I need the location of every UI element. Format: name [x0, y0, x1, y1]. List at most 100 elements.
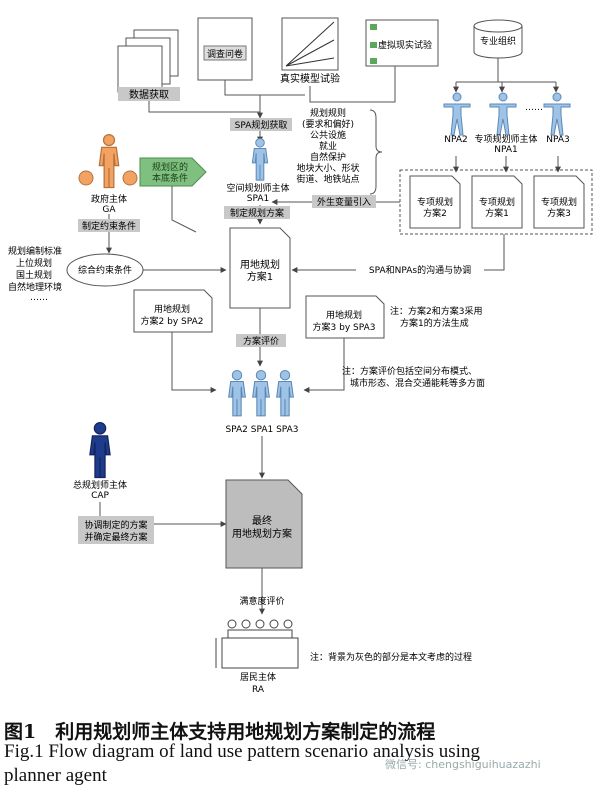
npa3-agent-icon: [543, 92, 571, 136]
flow-diagram: 数据获取 调查问卷 真实模型试验 虚拟现实试验 专业组织 SPA规划获取 空间规…: [8, 17, 593, 695]
special-plan-doc: 专项规划 方案2: [409, 175, 461, 229]
spa3-agent-icon: [276, 370, 294, 417]
caption-english-line-1: Fig.1 Flow diagram of land use pattern s…: [4, 741, 480, 762]
rule-item: (要求和偏好): [302, 118, 354, 130]
document-label-bg: [118, 87, 180, 101]
note2-line-1: 注：方案评价包括空间分布模式、: [342, 365, 477, 377]
rule-item: 自然保护: [310, 151, 346, 163]
svg-text:专项规划: 专项规划: [479, 196, 515, 208]
npa-dots: ……: [525, 103, 543, 113]
ra-label-1: 居民主体: [240, 671, 276, 683]
rule-item: 街道、地铁站点: [296, 173, 359, 185]
virtual-label: 虚拟现实试验: [378, 39, 432, 51]
watermark: 微信号: chengshiguihuazazhi: [385, 758, 541, 771]
npa1-label-2: NPA1: [494, 145, 517, 155]
note1-line-1: 注：方案2和方案3采用: [390, 305, 482, 317]
svg-text:方案3: 方案3: [547, 207, 571, 219]
region-label-2: 本底条件: [152, 172, 188, 184]
eval-label-bg: [236, 334, 286, 347]
exogenous-label-bg: [312, 195, 376, 208]
svg-text:方案2: 方案2: [423, 207, 447, 219]
connector: [224, 80, 305, 96]
eval-label: 方案评价: [243, 335, 279, 347]
expert-database-icon: [473, 19, 523, 59]
final-plan-label-2: 用地规划方案: [232, 527, 292, 540]
rule-item: 规划规则: [310, 107, 346, 119]
arrow: [303, 338, 345, 393]
spa1-label-1: 空间规划师主体: [226, 182, 289, 194]
spa-get-label-bg: [230, 118, 292, 131]
planning-rules-list: 规划规则 (要求和偏好) 公共设施 就业 自然保护 地块大小、形状 街道、地铁站…: [296, 107, 359, 185]
left-list-item: 自然地理环境: [8, 281, 62, 293]
make-plan-label-bg: [224, 206, 290, 219]
plan1-label-1: 用地规划: [240, 258, 280, 271]
virtual-reality-panel: [365, 19, 439, 67]
left-list-item: ……: [30, 293, 48, 303]
ga-agent-icon: [98, 134, 120, 189]
svg-text:专项规划: 专项规划: [417, 196, 453, 208]
money-bag-icon: [122, 170, 138, 186]
svg-text:专项规划: 专项规划: [541, 196, 577, 208]
plan1-label-2: 方案1: [247, 270, 273, 283]
left-list-item: 国土规划: [16, 269, 52, 281]
region-conditions-tag: [139, 157, 207, 187]
questionnaire-label: 调查问卷: [207, 48, 243, 60]
spa1-agent-icon: [251, 138, 269, 181]
bracket: [369, 109, 383, 195]
cap-label-1: 总规划师主体: [73, 479, 127, 491]
note3: 注：背景为灰色的部分是本文考虑的过程: [310, 651, 472, 663]
rule-item: 地块大小、形状: [296, 162, 359, 174]
ra-label-2: RA: [252, 685, 265, 695]
comm-label-bg: [356, 263, 484, 276]
final-plan-label-1: 最终: [252, 514, 272, 527]
cap-agent-icon: [89, 422, 111, 479]
residents-agent-icon: [215, 619, 299, 669]
coord-label-1: 协调制定的方案: [84, 519, 147, 531]
expert-label: 专业组织: [480, 35, 516, 47]
constraint-label: 制定约束条件: [82, 220, 136, 232]
plan3-document: [305, 295, 385, 339]
arrow: [171, 332, 217, 393]
plan3-label-1: 用地规划: [326, 309, 362, 321]
plan2-label-2: 方案2 by SPA2: [141, 315, 204, 327]
exogenous-label: 外生变量引入: [317, 196, 371, 208]
left-list: 规划编制标准 上位规划 国土规划 自然地理环境 ……: [8, 245, 62, 303]
money-bag-icon: [78, 170, 94, 186]
simulation-label: 真实模型试验: [280, 72, 340, 85]
svg-text:方案1: 方案1: [485, 207, 509, 219]
plan2-document: [133, 289, 213, 333]
note2-line-2: 城市形态、混合交通能耗等多方面: [350, 377, 485, 389]
spa1b-agent-icon: [252, 370, 270, 417]
special-plan-doc: 专项规划 方案3: [533, 175, 585, 229]
caption-chinese: 图1 利用规划师主体支持用地规划方案制定的流程: [4, 721, 436, 743]
questionnaire-icon: [197, 17, 253, 81]
constraint-label-bg: [78, 219, 140, 232]
region-label-1: 规划区的: [152, 161, 188, 173]
connector: [171, 186, 197, 233]
combined-label: 综合约束条件: [78, 264, 132, 276]
rule-item: 公共设施: [310, 129, 346, 141]
document-stack-icon: [117, 29, 179, 93]
caption-english-line-2: planner agent: [4, 765, 107, 786]
spa-row-label: SPA2 SPA1 SPA3: [225, 425, 298, 435]
npa1-label-1: 专项规划师主体: [474, 133, 537, 145]
npa1-agent-icon: [489, 92, 517, 136]
plan3-label-2: 方案3 by SPA3: [313, 321, 376, 333]
ga-label-2: GA: [102, 205, 116, 215]
comm-label: SPA和NPAs的沟通与协调: [369, 264, 471, 276]
final-plan-document: [225, 479, 303, 569]
plan1-document: [229, 227, 291, 309]
spa2-agent-icon: [228, 370, 246, 417]
coord-label-2: 并确定最终方案: [84, 531, 147, 543]
npa2-agent-icon: [443, 92, 471, 136]
connector: [309, 66, 396, 103]
coord-label-bg: [78, 516, 154, 544]
document-label: 数据获取: [129, 88, 169, 101]
spa-get-label: SPA规划获取: [235, 119, 288, 131]
cap-label-2: CAP: [91, 491, 109, 501]
spa1-label-2: SPA1: [247, 194, 269, 204]
npa3-label: NPA3: [546, 135, 569, 145]
plan2-label-1: 用地规划: [154, 303, 190, 315]
make-plan-label: 制定规划方案: [230, 207, 284, 219]
left-list-item: 规划编制标准: [8, 245, 62, 257]
